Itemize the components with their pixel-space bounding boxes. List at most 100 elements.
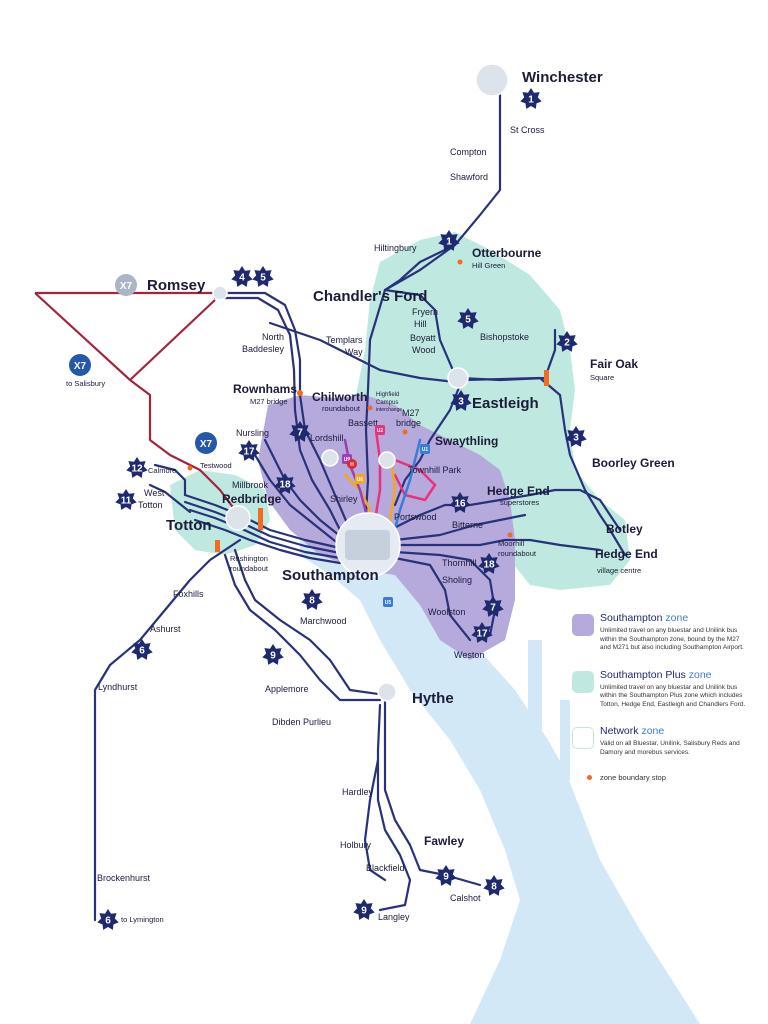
route-number: 16 — [454, 499, 466, 510]
route-badge-otterbourne: 1 — [438, 230, 460, 251]
route-badge-ashurst: 6 — [131, 639, 153, 660]
svg-text:Moorhill: Moorhill — [498, 539, 525, 548]
svg-text:Thornhill: Thornhill — [442, 558, 477, 568]
route-star-icon — [231, 266, 253, 287]
rownhams-label: Rownhams — [233, 382, 297, 396]
hedge-end-superstores-label: Hedge End — [487, 484, 550, 498]
route-number: 4 — [239, 273, 245, 284]
svg-text:Weston: Weston — [454, 650, 484, 660]
svg-text:X7: X7 — [200, 439, 213, 450]
svg-text:Portswood: Portswood — [394, 512, 437, 522]
svg-text:M27 bridge: M27 bridge — [250, 397, 288, 406]
port-pier — [560, 700, 570, 780]
route-badge-calshot: 8 — [483, 875, 505, 896]
route-number: 9 — [443, 872, 449, 883]
route-number: 5 — [260, 273, 266, 284]
svg-text:Templars: Templars — [326, 335, 363, 345]
svg-text:U9: U9 — [344, 457, 351, 463]
route-badge-romsey_a: 4 — [231, 266, 253, 287]
route-number: 18 — [483, 560, 495, 571]
svg-text:Langley: Langley — [378, 912, 410, 922]
route-badge-nursling: 17 — [238, 440, 260, 461]
route-star-icon — [471, 622, 493, 643]
boundary-stop-icon — [587, 775, 592, 780]
svg-text:Hill: Hill — [414, 319, 427, 329]
svg-text:Dibden Purlieu: Dibden Purlieu — [272, 717, 331, 727]
svg-text:Boyatt: Boyatt — [410, 333, 436, 343]
southampton-hub-tracks — [345, 530, 390, 560]
svg-text:Bishopstoke: Bishopstoke — [480, 332, 529, 342]
route-badge-eastleigh: 3 — [450, 390, 472, 411]
route-star-icon — [565, 426, 587, 447]
major-place-labels: Winchester Romsey Chandler's Ford Eastle… — [147, 69, 675, 848]
hubs — [212, 63, 509, 702]
svg-text:Bassett: Bassett — [348, 418, 379, 428]
route-badge-blackfield: 9 — [435, 865, 457, 886]
svg-text:Woolston: Woolston — [428, 607, 465, 617]
route-star-icon — [478, 553, 500, 574]
route-star-icon — [435, 865, 457, 886]
svg-text:Baddesley: Baddesley — [242, 344, 285, 354]
svg-text:Foxhills: Foxhills — [173, 589, 204, 599]
route-badge-winchester: 1 — [520, 88, 542, 109]
svg-text:West: West — [144, 488, 165, 498]
route-badge-lordshill: 7 — [289, 421, 311, 442]
route-badge-marchwood: 8 — [301, 589, 323, 610]
route-badge-boorley: 3 — [565, 426, 587, 447]
svg-text:St Cross: St Cross — [510, 125, 545, 135]
svg-text:Way: Way — [345, 347, 363, 357]
legend-southampton-zone: Southampton zone Unlimited travel on any… — [572, 612, 752, 653]
svg-text:bridge: bridge — [396, 418, 421, 428]
swaythling-label: Swaythling — [435, 434, 498, 448]
boundary-stops — [187, 259, 549, 552]
svg-text:superstores: superstores — [500, 498, 539, 507]
svg-text:X7: X7 — [74, 361, 87, 372]
route-number: 6 — [139, 646, 145, 657]
fair-oak-label: Fair Oak — [590, 357, 638, 371]
svg-text:village centre: village centre — [597, 566, 641, 575]
legend-network-zone: Network zone Valid on all Bluestar, Unil… — [572, 725, 752, 757]
svg-text:Lyndhurst: Lyndhurst — [98, 682, 138, 692]
svg-text:roundabout: roundabout — [322, 404, 361, 413]
route-star-icon — [131, 639, 153, 660]
route-number: 3 — [458, 397, 464, 408]
route-badge-romsey_b: 5 — [252, 266, 274, 287]
svg-text:Blackfield: Blackfield — [366, 863, 405, 873]
otterbourne-label: Otterbourne — [472, 246, 542, 260]
svg-text:Hardley: Hardley — [342, 787, 374, 797]
route-badge-applemore: 9 — [262, 644, 284, 665]
route-star-icon — [450, 390, 472, 411]
svg-text:Square: Square — [590, 373, 614, 382]
botley-label: Botley — [606, 522, 643, 536]
svg-text:Lordshill: Lordshill — [310, 433, 344, 443]
svg-text:Totton: Totton — [138, 500, 163, 510]
route-number: 17 — [476, 629, 488, 640]
svg-text:Brockenhurst: Brockenhurst — [97, 873, 151, 883]
svg-text:roundabout: roundabout — [498, 549, 537, 558]
hythe-label: Hythe — [412, 690, 454, 707]
svg-text:Wood: Wood — [412, 345, 435, 355]
route-badge-west_totton: 11 — [115, 489, 137, 510]
svg-text:Ashurst: Ashurst — [150, 624, 181, 634]
route-star-icon — [289, 421, 311, 442]
route-star-icon — [262, 644, 284, 665]
southampton-plus-zone-west — [170, 470, 270, 555]
svg-text:Hill Green: Hill Green — [472, 261, 505, 270]
eastleigh-label: Eastleigh — [472, 395, 539, 412]
route-star-icon — [483, 875, 505, 896]
svg-text:Hiltingbury: Hiltingbury — [374, 243, 417, 253]
route-number: 1 — [528, 95, 534, 106]
route-star-icon — [438, 230, 460, 251]
route-star-icon — [274, 473, 296, 494]
route-number: 12 — [131, 464, 143, 475]
route-star-icon — [449, 492, 471, 513]
svg-text:Fryern: Fryern — [412, 307, 438, 317]
svg-text:Holbury: Holbury — [340, 840, 372, 850]
svg-text:Shawford: Shawford — [450, 172, 488, 182]
route-number: 3 — [573, 433, 579, 444]
route-badge-millbrook: 18 — [274, 473, 296, 494]
svg-text:Millbrook: Millbrook — [232, 480, 269, 490]
route-star-icon — [457, 308, 479, 329]
route-badge-langley: 9 — [353, 899, 375, 920]
